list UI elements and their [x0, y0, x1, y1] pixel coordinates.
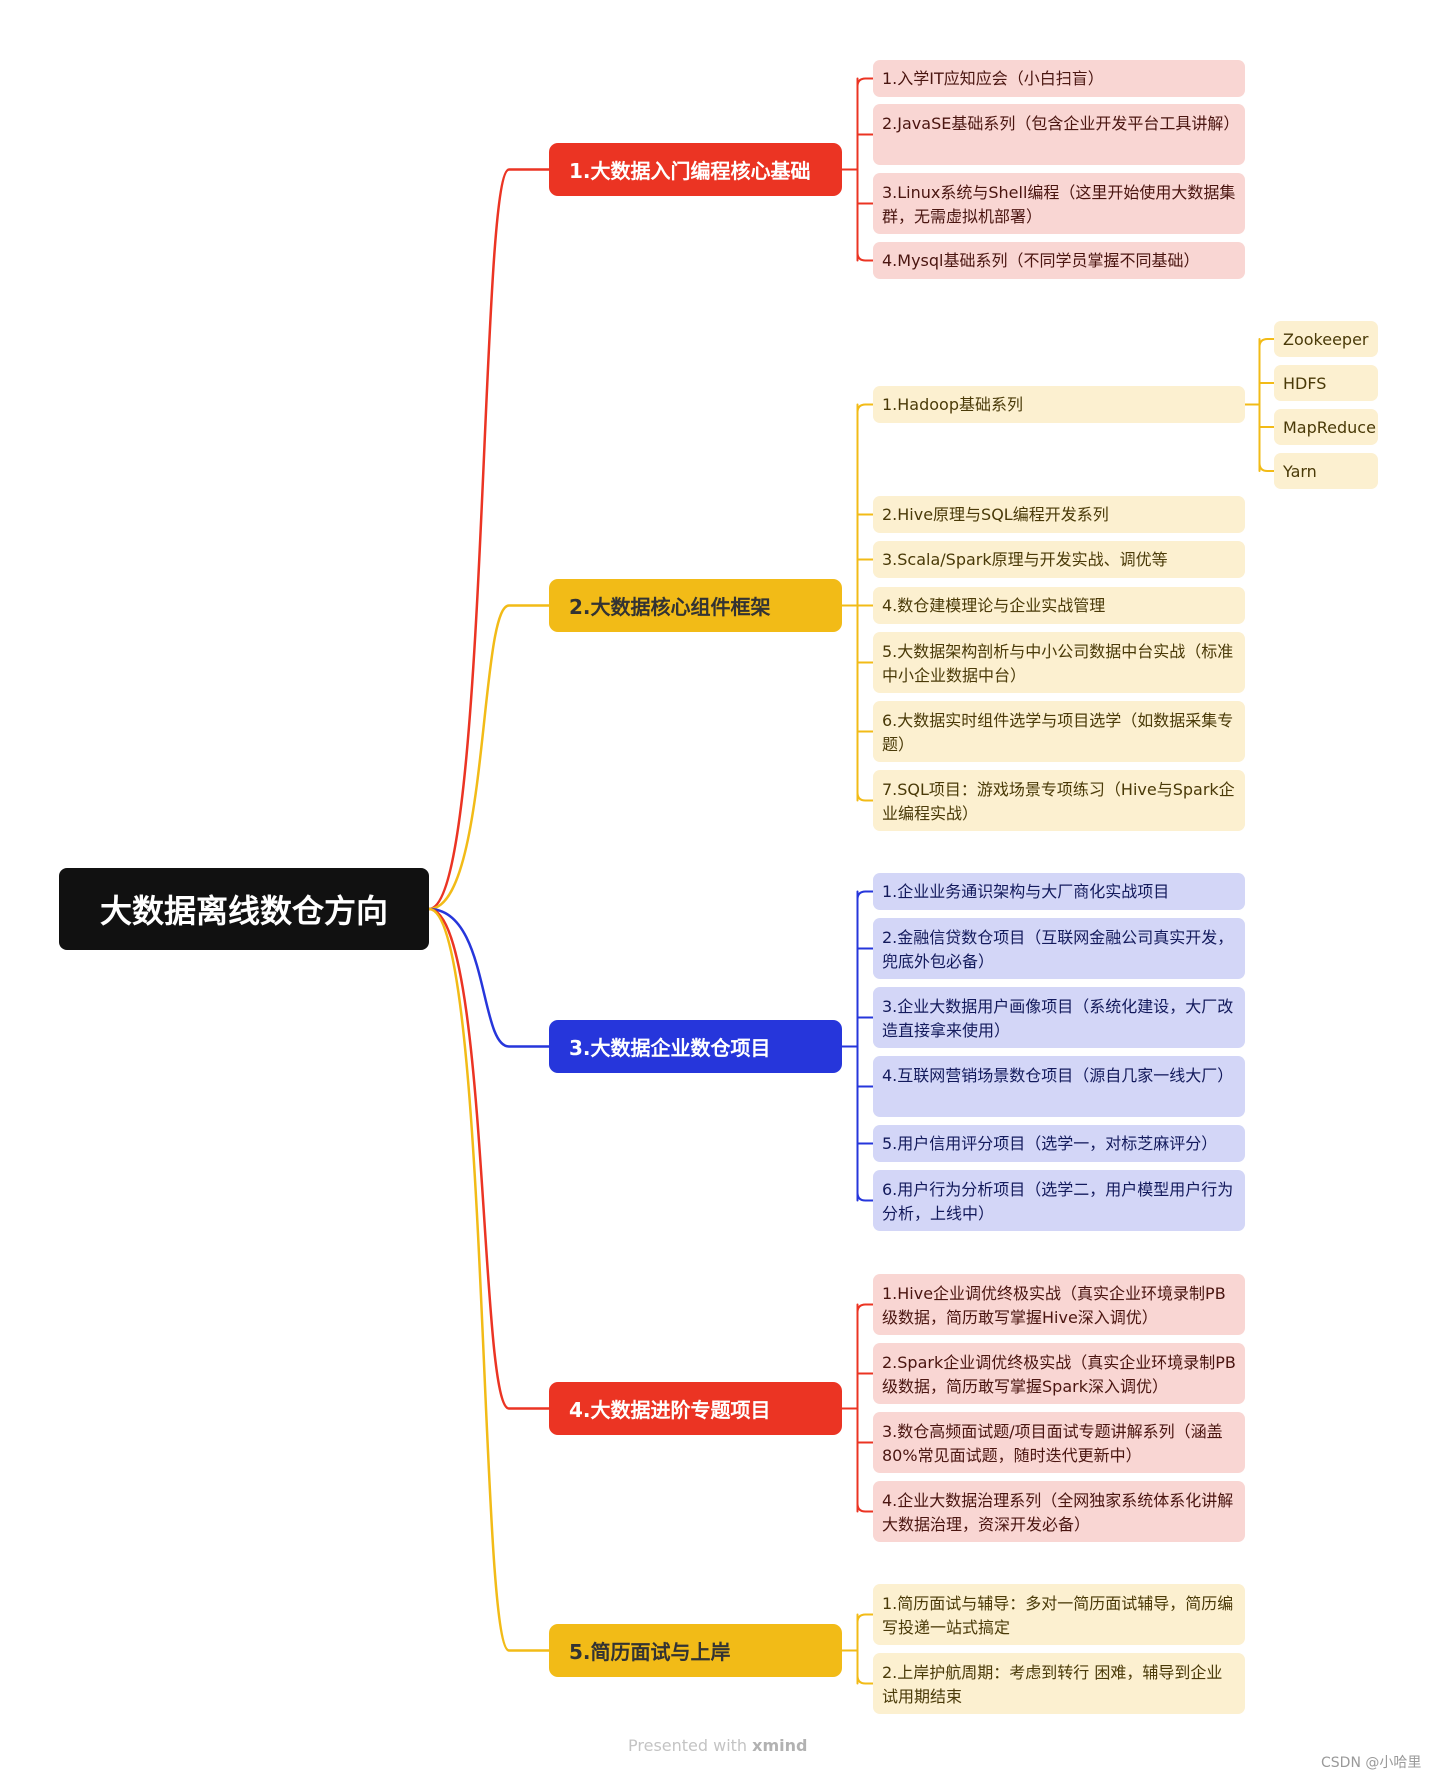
branch-3-link-6: [856, 1191, 874, 1202]
leaf-topic-3-2[interactable]: 2.金融信贷数仓项目（互联网金融公司真实开发，兜底外包必备）: [873, 918, 1245, 979]
branch-3-link-1: [856, 890, 874, 901]
leaf-topic-3-4[interactable]: 4.互联网营销场景数仓项目（源自几家一线大厂）: [873, 1056, 1245, 1117]
root-link-3: [427, 907, 551, 1048]
branch-topic-4[interactable]: 4.大数据进阶专题项目: [549, 1382, 842, 1435]
leaf-topic-2-4[interactable]: 4.数仓建模理论与企业实战管理: [873, 587, 1245, 624]
leaf-topic-3-5[interactable]: 5.用户信用评分项目（选学一，对标芝麻评分）: [873, 1125, 1245, 1162]
csdn-watermark: CSDN @小哈里: [1321, 1755, 1422, 1771]
leaf-topic-3-1[interactable]: 1.企业业务通识架构与大厂商化实战项目: [873, 873, 1245, 910]
leaf-topic-1-3[interactable]: 3.Linux系统与Shell编程（这里开始使用大数据集群，无需虚拟机部署）: [873, 173, 1245, 234]
leaf-topic-4-4[interactable]: 4.企业大数据治理系列（全网独家系统体系化讲解大数据治理，资深开发必备）: [873, 1481, 1245, 1542]
leaf-topic-5-2[interactable]: 2.上岸护航周期：考虑到转行 困难，辅导到企业试用期结束: [873, 1653, 1245, 1714]
branch-4-link-4: [856, 1502, 874, 1513]
branch-1-link-4: [856, 251, 874, 262]
branch-topic-1[interactable]: 1.大数据入门编程核心基础: [549, 143, 842, 196]
credit-brand: xmind: [752, 1736, 808, 1755]
subleaf-topic-zookeeper[interactable]: Zookeeper: [1274, 321, 1378, 357]
branch-topic-2[interactable]: 2.大数据核心组件框架: [549, 579, 842, 632]
subleaf-topic-yarn[interactable]: Yarn: [1274, 453, 1378, 489]
xmind-credit: Presented with xmind: [628, 1736, 807, 1755]
root-link-4: [427, 907, 551, 1410]
branch-topic-3[interactable]: 3.大数据企业数仓项目: [549, 1020, 842, 1073]
root-link-5: [427, 907, 551, 1652]
leaf-topic-1-2[interactable]: 2.JavaSE基础系列（包含企业开发平台工具讲解）: [873, 104, 1245, 165]
leaf-topic-4-2[interactable]: 2.Spark企业调优终极实战（真实企业环境录制PB级数据，简历敢写掌握Spar…: [873, 1343, 1245, 1404]
leaf-topic-4-3[interactable]: 3.数仓高频面试题/项目面试专题讲解系列（涵盖80%常见面试题，随时迭代更新中）: [873, 1412, 1245, 1473]
leaf-topic-1-1[interactable]: 1.入学IT应知应会（小白扫盲）: [873, 60, 1245, 97]
branch-5-link-2: [856, 1674, 874, 1685]
leaf-topic-2-7[interactable]: 7.SQL项目：游戏场景专项练习（Hive与Spark企业编程实战）: [873, 770, 1245, 831]
root-link-2: [427, 604, 551, 911]
leaf-topic-1-4[interactable]: 4.Mysql基础系列（不同学员掌握不同基础）: [873, 242, 1245, 279]
subleaf-topic-hdfs[interactable]: HDFS: [1274, 365, 1378, 401]
branch-1-link-1: [856, 77, 874, 88]
branch-topic-5[interactable]: 5.简历面试与上岸: [549, 1624, 842, 1677]
subleaf-topic-mapreduce[interactable]: MapReduce: [1274, 409, 1378, 445]
leaf-topic-2-3[interactable]: 3.Scala/Spark原理与开发实战、调优等: [873, 541, 1245, 578]
leaf-topic-3-3[interactable]: 3.企业大数据用户画像项目（系统化建设，大厂改造直接拿来使用）: [873, 987, 1245, 1048]
leaf-topic-4-1[interactable]: 1.Hive企业调优终极实战（真实企业环境录制PB级数据，简历敢写掌握Hive深…: [873, 1274, 1245, 1335]
root-topic[interactable]: 大数据离线数仓方向: [59, 868, 429, 950]
leaf-topic-5-1[interactable]: 1.简历面试与辅导：多对一简历面试辅导，简历编写投递一站式搞定: [873, 1584, 1245, 1645]
hadoop-link-4: [1258, 462, 1275, 472]
branch-2-link-1: [856, 403, 874, 414]
leaf-topic-2-6[interactable]: 6.大数据实时组件选学与项目选学（如数据采集专题）: [873, 701, 1245, 762]
branch-5-link-1: [856, 1613, 874, 1624]
branch-4-link-1: [856, 1303, 874, 1314]
leaf-topic-2-2[interactable]: 2.Hive原理与SQL编程开发系列: [873, 496, 1245, 533]
root-link-1: [427, 168, 551, 911]
leaf-topic-2-5[interactable]: 5.大数据架构剖析与中小公司数据中台实战（标准中小企业数据中台）: [873, 632, 1245, 693]
hadoop-link-1: [1258, 338, 1275, 348]
credit-prefix: Presented with: [628, 1736, 748, 1755]
leaf-topic-2-1[interactable]: 1.Hadoop基础系列: [873, 386, 1245, 423]
leaf-topic-3-6[interactable]: 6.用户行为分析项目（选学二，用户模型用户行为分析，上线中）: [873, 1170, 1245, 1231]
branch-2-link-7: [856, 791, 874, 802]
